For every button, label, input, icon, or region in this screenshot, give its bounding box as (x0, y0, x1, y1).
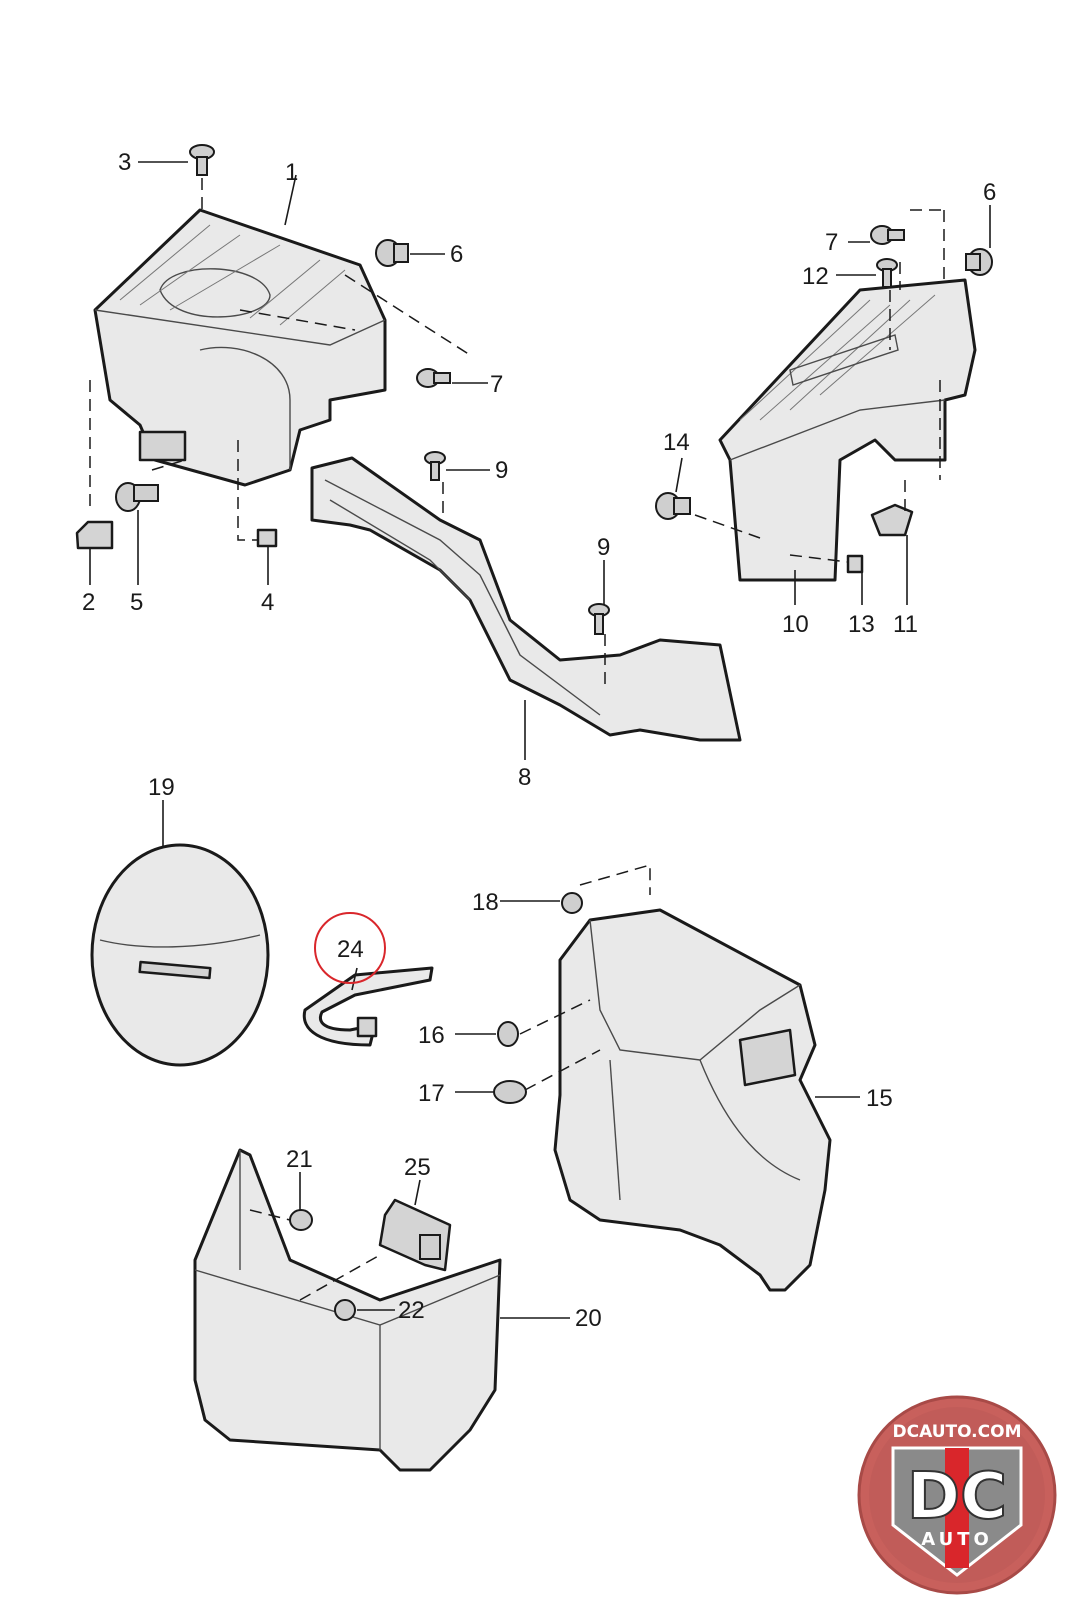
part-22-screw (334, 1299, 356, 1321)
part-6-grommet-right (965, 248, 993, 276)
leader-lines (89, 161, 991, 1319)
logo-site: DCAUTO.COM (892, 1422, 1021, 1442)
part-18-clip (561, 892, 583, 914)
callout-4: 4 (261, 589, 274, 616)
part-9-screw-b (588, 603, 610, 635)
part-9-screw-a (424, 451, 446, 481)
part-3-screw (189, 144, 215, 176)
part-11-bracket (870, 503, 914, 537)
logo-sub: AUTO (921, 1529, 993, 1550)
callout-7b: 7 (825, 229, 838, 256)
callout-20: 20 (575, 1305, 602, 1332)
part-24-strap (302, 966, 434, 1047)
callout-9b: 9 (597, 534, 610, 561)
callout-16: 16 (418, 1022, 445, 1049)
part-19-wheel-cover (90, 843, 270, 1067)
callout-labels: 1 2 3 4 5 6 6 7 7 8 9 9 10 11 12 13 14 1… (82, 149, 996, 1332)
assembly-dash-lines (89, 178, 945, 1301)
part-25-light (378, 1198, 452, 1272)
callout-3: 3 (118, 149, 131, 176)
callout-12: 12 (802, 263, 829, 290)
part-16-clip (497, 1021, 519, 1047)
callout-13: 13 (848, 611, 875, 638)
callout-19: 19 (148, 774, 175, 801)
callout-7a: 7 (490, 371, 503, 398)
dc-auto-logo: DCAUTO.COM DC AUTO (857, 1395, 1057, 1595)
part-17-clip (493, 1080, 527, 1104)
part-12-screw (876, 258, 898, 288)
part-13-clip (846, 554, 864, 574)
callout-9a: 9 (495, 457, 508, 484)
callout-22: 22 (398, 1297, 425, 1324)
part-1-trim-box (93, 208, 387, 487)
part-5-plug (115, 482, 159, 512)
part-4-clip (256, 528, 278, 548)
part-8-channel (310, 456, 742, 742)
callout-25: 25 (404, 1154, 431, 1181)
callout-24: 24 (337, 936, 364, 963)
callout-17: 17 (418, 1080, 445, 1107)
part-21-screw (289, 1209, 313, 1231)
callout-18: 18 (472, 889, 499, 916)
callout-6b: 6 (983, 179, 996, 206)
part-7-screw-right (870, 225, 905, 245)
part-14-plug (655, 492, 691, 520)
highlight-ring-24 (314, 912, 386, 984)
logo-mark: DC (907, 1460, 1007, 1534)
callout-15: 15 (866, 1085, 893, 1112)
part-2-clip (75, 520, 114, 550)
part-6-grommet (375, 239, 409, 267)
part-15-rear-panel (553, 908, 832, 1292)
callout-1: 1 (285, 159, 298, 186)
callout-10: 10 (782, 611, 809, 638)
callout-5: 5 (130, 589, 143, 616)
callout-6a: 6 (450, 241, 463, 268)
part-10-side-panel (718, 278, 977, 582)
callout-2: 2 (82, 589, 95, 616)
callout-11: 11 (893, 611, 918, 638)
callout-21: 21 (286, 1146, 313, 1173)
part-7-screw (416, 368, 451, 388)
callout-8: 8 (518, 764, 531, 791)
callout-14: 14 (663, 429, 690, 456)
